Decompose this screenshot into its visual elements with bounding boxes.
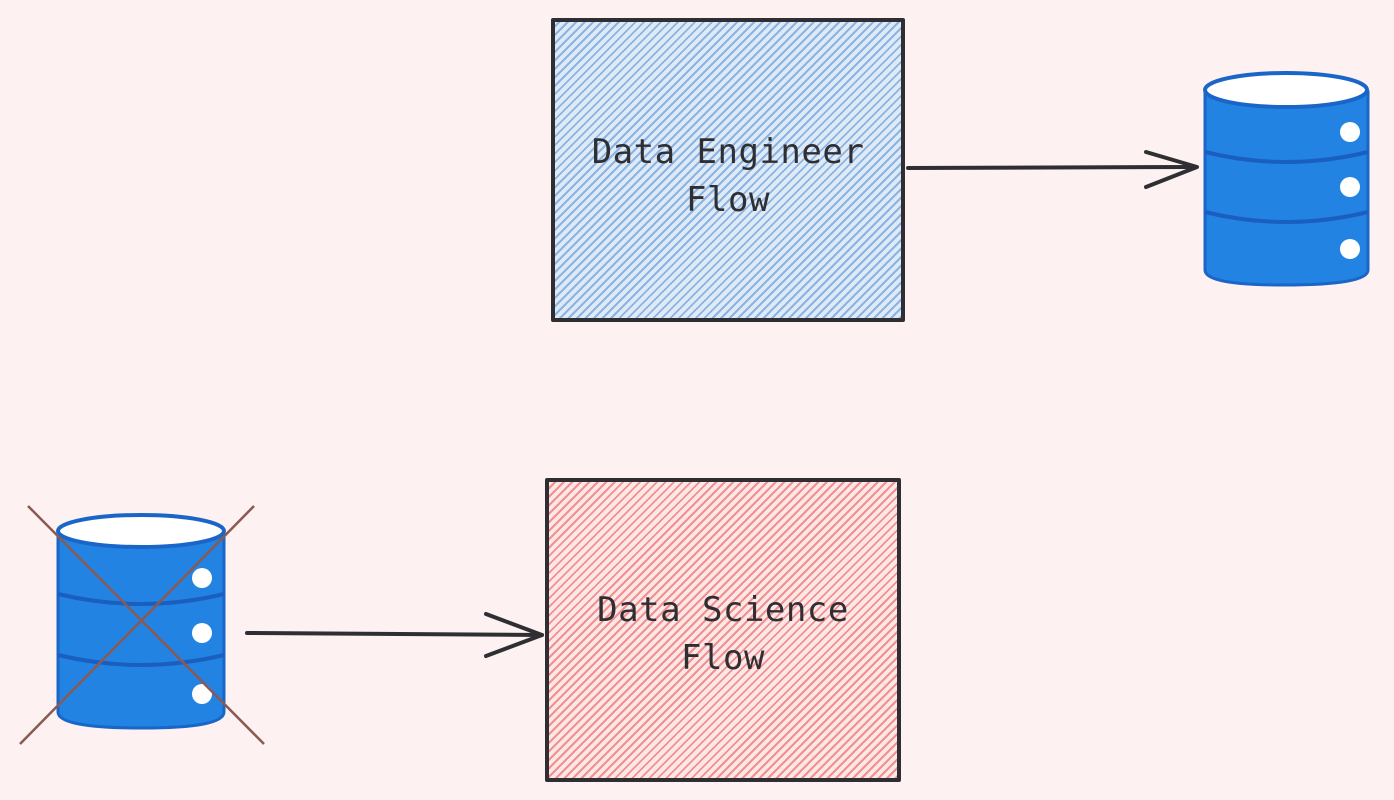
- data-engineer-flow-label: Data Engineer Flow: [591, 132, 865, 220]
- data-science-flow-box: Data Science Flow: [545, 478, 901, 782]
- arrow-de-to-database: [906, 150, 1199, 189]
- database-icon: [1203, 71, 1370, 287]
- data-engineer-flow-box: Data Engineer Flow: [551, 18, 905, 322]
- database-icon: [56, 513, 226, 730]
- arrow-database-to-ds: [245, 612, 544, 658]
- cross-out-icon: [19, 505, 265, 745]
- data-science-flow-label: Data Science Flow: [597, 590, 849, 678]
